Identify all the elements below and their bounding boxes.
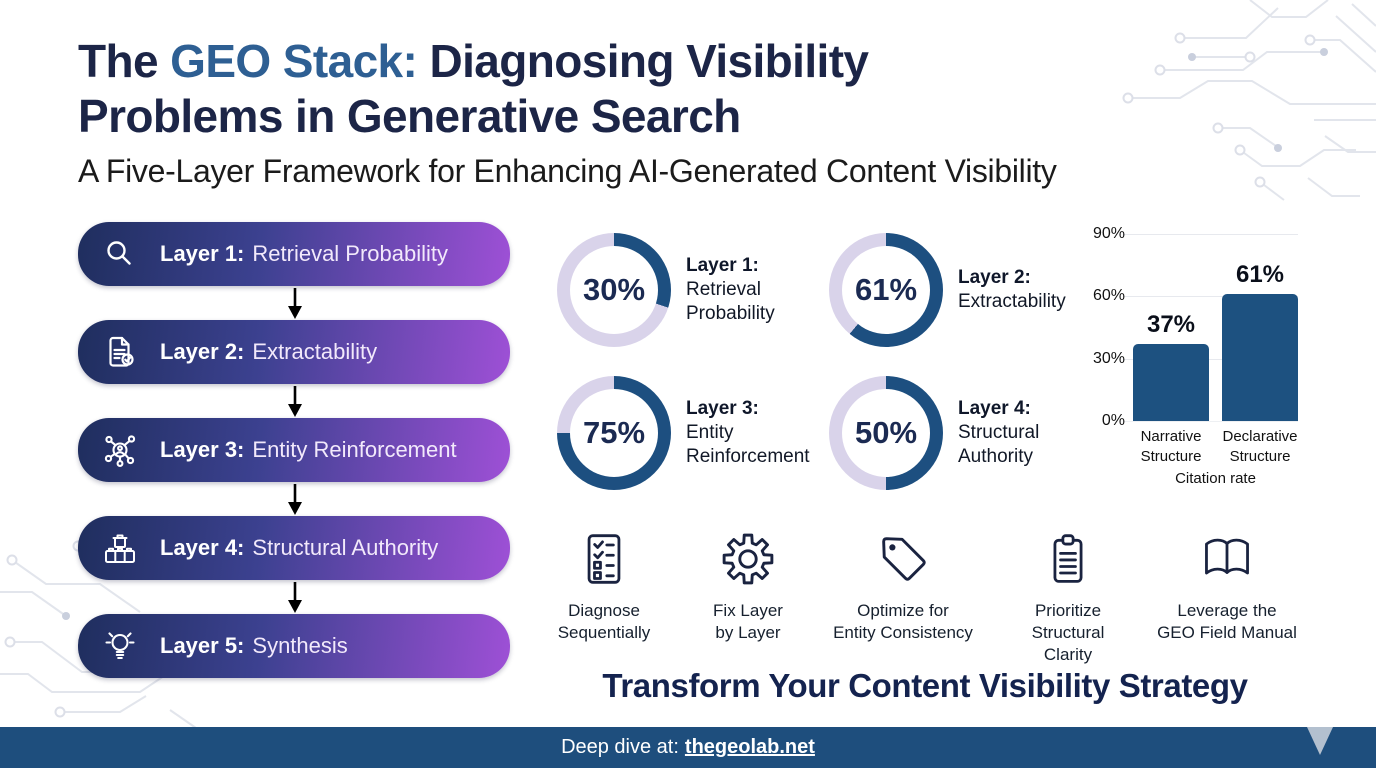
bar-column: 37% bbox=[1133, 311, 1209, 421]
layer-label: Layer 2: bbox=[160, 339, 245, 364]
gridline bbox=[1123, 421, 1298, 422]
donut-label: Layer 4: bbox=[958, 398, 1031, 419]
bar-narrative-structure bbox=[1133, 344, 1209, 421]
donut-percentage: 61% bbox=[854, 272, 918, 307]
donut-chart-layer-2: 61% Layer 2: Extractability bbox=[829, 233, 1066, 347]
y-axis-tick: 30% bbox=[1092, 350, 1125, 367]
donut-label: Layer 1: bbox=[686, 255, 759, 276]
down-pointer-icon bbox=[1307, 727, 1333, 755]
donut-ring: 50% bbox=[829, 376, 943, 490]
donut-percentage: 50% bbox=[854, 415, 918, 450]
title-rest: Diagnosing Visibility Problems in Genera… bbox=[78, 35, 869, 143]
x-axis-category: Declarative Structure bbox=[1222, 428, 1298, 465]
down-arrow-icon bbox=[288, 386, 302, 417]
layer-name: Structural Authority bbox=[252, 535, 439, 560]
open-book-icon bbox=[1205, 538, 1249, 575]
action-optimize-entity-consistency: Optimize for Entity Consistency bbox=[808, 528, 998, 644]
title-highlight: GEO Stack: bbox=[170, 35, 418, 87]
action-label: Fix Layer by Layer bbox=[713, 601, 783, 642]
bar-column: 61% bbox=[1222, 261, 1298, 421]
action-label: Diagnose Sequentially bbox=[557, 601, 651, 642]
gear-icon bbox=[722, 533, 774, 585]
circuit-decoration-top-right bbox=[1122, 0, 1376, 201]
donut-chart-layer-3: 75% Layer 3: Entity Reinforcement bbox=[557, 376, 810, 490]
gridline bbox=[1123, 359, 1298, 360]
footer-link[interactable]: thegeolab.net bbox=[684, 736, 815, 758]
donut-chart-layer-1: 30% Layer 1: Retrieval Probability bbox=[557, 233, 775, 347]
title-prefix: The bbox=[78, 35, 171, 87]
layer-name: Synthesis bbox=[252, 633, 348, 658]
donut-sublabel: Entity Reinforcement bbox=[686, 422, 810, 467]
action-label: Prioritize Structural Clarity bbox=[1031, 601, 1105, 664]
donut-chart-layer-4: 50% Layer 4: Structural Authority bbox=[829, 376, 1039, 490]
bar-declarative-structure bbox=[1222, 294, 1298, 421]
layer-pill-3: Layer 3: Entity Reinforcement bbox=[78, 418, 510, 482]
action-diagnose-sequentially: Diagnose Sequentially bbox=[529, 528, 679, 644]
footer-bar: Deep dive at: thegeolab.net bbox=[0, 727, 1376, 768]
magnifier-icon bbox=[107, 241, 131, 265]
donut-ring: 75% bbox=[557, 376, 671, 490]
layer-name: Extractability bbox=[252, 339, 378, 364]
y-axis-tick: 60% bbox=[1092, 287, 1125, 304]
layer-label: Layer 5: bbox=[160, 633, 245, 658]
action-leverage-geo-field-manual: Leverage the GEO Field Manual bbox=[1137, 528, 1317, 644]
layer-label: Layer 3: bbox=[160, 437, 245, 462]
checklist-icon bbox=[587, 534, 621, 584]
x-axis-label: Citation rate bbox=[1175, 470, 1256, 487]
header: The GEO Stack: Diagnosing Visibility Pro… bbox=[78, 34, 1078, 190]
lightbulb-icon bbox=[105, 632, 135, 660]
down-arrow-icon bbox=[288, 288, 302, 319]
bar-chart-plot-area: 90% 60% 30% 0% 37% 61% bbox=[1093, 225, 1298, 429]
donut-sublabel: Structural Authority bbox=[958, 422, 1040, 467]
y-axis-tick: 0% bbox=[1101, 412, 1125, 429]
action-fix-layer-by-layer: Fix Layer by Layer bbox=[673, 528, 823, 644]
layer-pill-5: Layer 5: Synthesis bbox=[78, 614, 510, 678]
clipboard-icon bbox=[1053, 534, 1083, 583]
down-arrow-icon bbox=[288, 484, 302, 515]
layer-stack: Layer 1: Retrieval Probability Layer 2: Ex… bbox=[78, 222, 510, 678]
footer-prefix: Deep dive at: bbox=[561, 736, 679, 758]
donut-percentage: 75% bbox=[582, 415, 646, 450]
layer-name: Retrieval Probability bbox=[252, 241, 449, 266]
gridline bbox=[1123, 234, 1298, 235]
donut-label: Layer 3: bbox=[686, 398, 759, 419]
tag-icon bbox=[882, 537, 926, 581]
layer-label: Layer 4: bbox=[160, 535, 245, 560]
action-prioritize-structural-clarity: Prioritize Structural Clarity bbox=[993, 528, 1143, 666]
down-arrow-icon bbox=[288, 582, 302, 613]
bar-value-label: 37% bbox=[1146, 311, 1196, 338]
page-title: The GEO Stack: Diagnosing Visibility Pro… bbox=[78, 34, 1058, 144]
cta-text: Transform Your Content Visibility Strate… bbox=[602, 667, 1248, 704]
network-icon bbox=[104, 435, 136, 467]
layer-pill-2: Layer 2: Extractability bbox=[78, 320, 510, 384]
donut-ring: 30% bbox=[557, 233, 671, 347]
x-axis-category: Narrative Structure bbox=[1140, 428, 1202, 465]
action-label: Optimize for Entity Consistency bbox=[833, 601, 973, 642]
citation-rate-bar-chart: 90% 60% 30% 0% 37% 61% Narrative Structu… bbox=[1088, 225, 1303, 487]
donut-label: Layer 2: bbox=[958, 267, 1031, 288]
donut-sublabel: Retrieval Probability bbox=[686, 279, 775, 324]
layer-pill-4: Layer 4: Structural Authority bbox=[78, 516, 510, 580]
subtitle: A Five-Layer Framework for Enhancing AI-… bbox=[78, 153, 1057, 190]
layer-name: Entity Reinforcement bbox=[252, 437, 457, 462]
layer-label: Layer 1: bbox=[160, 241, 245, 266]
donut-percentage: 30% bbox=[582, 272, 646, 307]
donut-ring: 61% bbox=[829, 233, 943, 347]
bar-value-label: 61% bbox=[1235, 261, 1285, 288]
document-check-icon bbox=[109, 336, 134, 367]
building-blocks-icon bbox=[105, 534, 135, 563]
gridline bbox=[1123, 296, 1298, 297]
action-label: Leverage the GEO Field Manual bbox=[1157, 601, 1297, 642]
donut-sublabel: Extractability bbox=[958, 291, 1066, 312]
layer-pill-1: Layer 1: Retrieval Probability bbox=[78, 222, 510, 286]
y-axis-tick: 90% bbox=[1092, 225, 1125, 242]
